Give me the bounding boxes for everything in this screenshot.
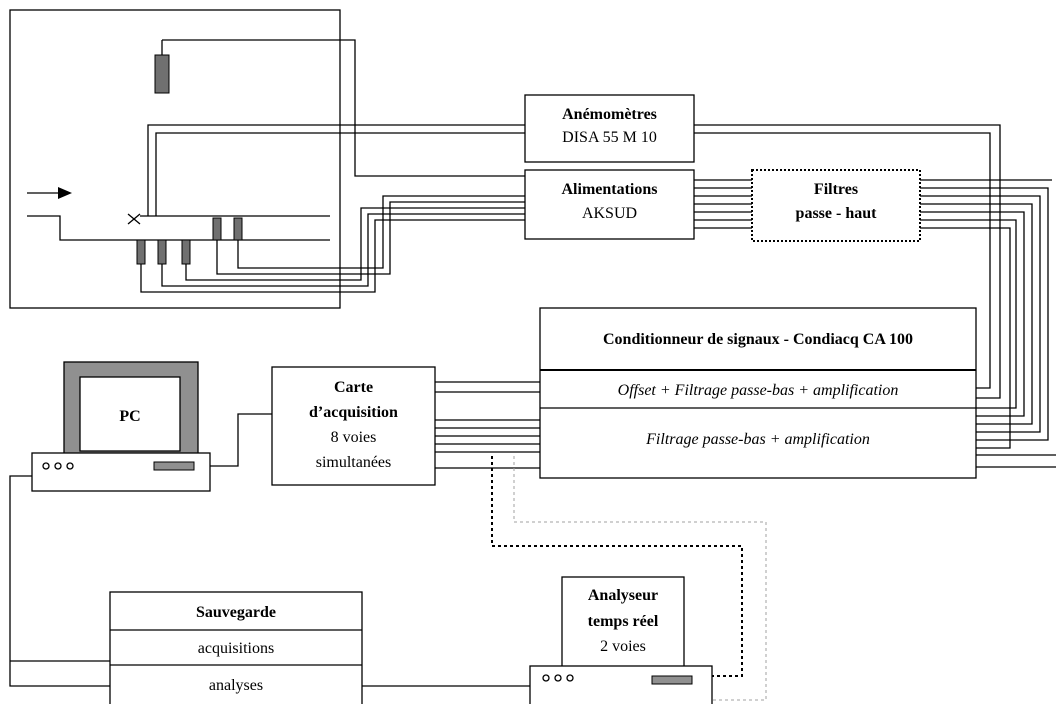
pc-drive-slot [153,461,195,471]
wall-sensor [212,217,222,241]
cable [161,213,525,287]
cable [147,124,525,216]
conditionneur-frame [539,307,977,479]
analyseur-line3: 2 voies [600,638,646,655]
carte-line3: 8 voies [331,429,377,446]
cable [140,219,525,293]
alimentations-title: Alimentations [562,181,658,198]
traverse-probe [154,54,170,94]
anemometres-frame [524,94,695,163]
wall-sensor [181,239,191,265]
sauvegarde-title: Sauvegarde [196,604,276,621]
cable [185,207,525,281]
alimentations-model: AKSUD [582,205,637,222]
cable [920,195,1041,433]
carte-line2: d’acquisition [309,404,398,421]
cable [920,219,1017,409]
pc-led-icon [54,462,62,470]
cable [920,187,1049,441]
filtres-box: Filtres passe - haut [751,169,921,242]
cable [920,203,1033,425]
dotted-signal-line-grey [513,456,767,701]
cable [920,227,1011,449]
filtres-line2: passe - haut [796,205,878,222]
cable [210,413,272,467]
cable [216,201,525,275]
conditionneur-title: Conditionneur de signaux - Condiacq CA 1… [603,331,913,348]
pc-case [31,452,211,492]
wall-sensor [157,239,167,265]
anemometres-box: Anémomètres DISA 55 M 10 [524,94,695,163]
flow-arrow-icon [58,187,72,199]
sauvegarde-box: Sauvegarde acquisitions analyses [109,591,363,704]
analyseur-drive-slot [651,675,693,685]
pc-computer-icon: PC [31,361,211,492]
alimentations-box: Alimentations AKSUD [524,169,695,240]
cable [162,39,525,177]
cable [237,195,525,269]
filtres-frame [751,169,921,242]
filtres-line1: Filtres [814,181,858,198]
carte-line1: Carte [334,379,373,396]
carte-acquisition-box: Carte d’acquisition 8 voies simultanées [271,366,436,486]
anemometres-model: DISA 55 M 10 [562,129,657,146]
test-section-frame [9,9,341,309]
analyseur-led-icon [542,674,550,682]
analyseur-led-icon [554,674,562,682]
analyseur-led-icon [566,674,574,682]
anemometres-title: Anémomètres [562,106,657,123]
conditionneur-row1: Offset + Filtrage passe-bas + amplificat… [618,382,899,399]
test-section-panel [9,9,341,309]
pc-led-icon [42,462,50,470]
monitor-screen [79,376,181,452]
channel-lower-wall [27,215,330,241]
carte-frame [271,366,436,486]
analyseur-line1: Analyseur [588,587,658,604]
conditionneur-box: Conditionneur de signaux - Condiacq CA 1… [539,307,977,479]
analyseur-frame [561,576,685,671]
cable [920,211,1025,417]
cable [155,132,525,216]
sauvegarde-frame [109,591,363,704]
probe-cross-mark [127,213,141,225]
dotted-signal-line [491,456,743,677]
pc-led-icon [66,462,74,470]
wall-sensor [233,217,243,241]
sauvegarde-row1: acquisitions [198,640,274,657]
alimentations-frame [524,169,695,240]
carte-line4: simultanées [316,454,392,471]
wall-sensor [136,239,146,265]
pc-label: PC [119,408,140,425]
conditionneur-row2: Filtrage passe-bas + amplification [645,431,870,448]
analyseur-case [529,665,713,704]
cable [9,475,110,687]
analyseur-line2: temps réel [588,613,659,630]
sauvegarde-row2: analyses [209,677,263,694]
wiring [9,39,1056,701]
analyseur-box: Analyseur temps réel 2 voies [529,576,713,704]
